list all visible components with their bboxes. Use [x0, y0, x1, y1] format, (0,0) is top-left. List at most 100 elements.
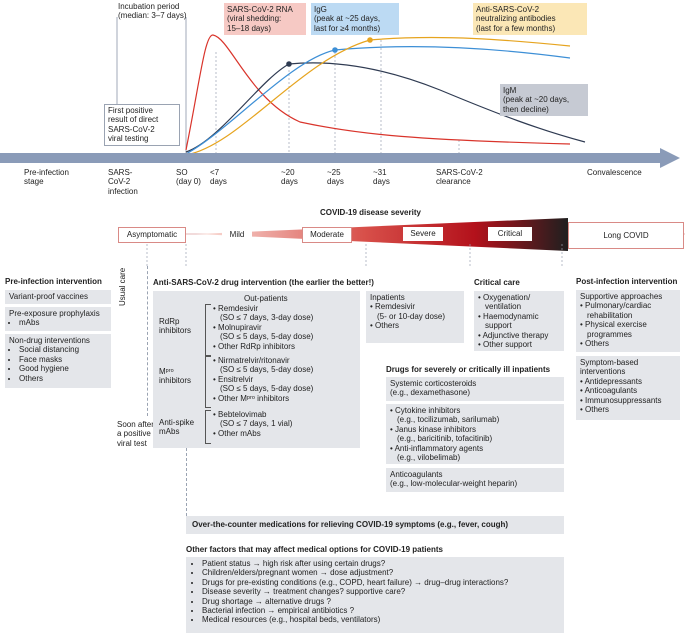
igm-peak-dot: [286, 61, 292, 67]
list-item: Others: [19, 374, 107, 383]
tick-so: SO(day 0): [176, 168, 201, 187]
igm-label-line-1: IgM: [503, 86, 517, 95]
rna-label-line-2: (viral shedding:: [227, 14, 282, 24]
list-item: Medical resources (e.g., hospital beds, …: [202, 615, 558, 624]
non-drug-title: Non-drug interventions: [9, 336, 90, 345]
pre-infection-title: Pre-infection intervention: [5, 277, 102, 286]
stage-critical: Critical: [488, 227, 532, 241]
incubation-line-1: Incubation period: [118, 2, 180, 11]
rdrp-bracket: [205, 304, 211, 356]
severe-drugs-title: Drugs for severely or critically ill inp…: [386, 365, 551, 374]
igg-label: IgG (peak at ~25 days, last for ≥4 month…: [311, 3, 399, 36]
symptom-title-2: interventions: [580, 367, 626, 377]
list-item: Social distancing: [19, 345, 107, 354]
tick-convalescence: Convalescence: [587, 168, 642, 177]
igm-curve: [185, 62, 586, 153]
stage-asymptomatic: Asymptomatic: [118, 227, 186, 243]
list-item: mAbs: [19, 318, 107, 327]
first-positive-line-2: result of direct: [108, 115, 159, 125]
inpatients-title: Inpatients: [370, 293, 405, 302]
inpatients-box: Inpatients • Remdesivir (5- or 10-day do…: [366, 291, 464, 343]
prophylaxis-box: Pre-exposure prophylaxis mAbs: [5, 307, 111, 331]
rna-curve: [185, 34, 571, 151]
spike-bracket: [205, 410, 211, 444]
critical-care-box: • Oxygenation/ ventilation • Haemodynami…: [474, 291, 564, 351]
severity-title: COVID-19 disease severity: [320, 208, 421, 217]
incubation-label: Incubation period (median: 3–7 days): [118, 2, 186, 21]
nab-peak-dot: [367, 37, 373, 43]
rna-label: SARS-CoV-2 RNA (viral shedding: 15–18 da…: [224, 3, 306, 36]
stage-severe: Severe: [403, 227, 443, 241]
anticoagulants-box: Anticoagulants (e.g., low-molecular-weig…: [386, 468, 564, 492]
immunomodulators-box: • Cytokine inhibitors (e.g., tocilizumab…: [386, 404, 564, 464]
igm-label: IgM (peak at ~20 days, then decline): [500, 84, 588, 117]
nab-label: Anti-SARS-CoV-2 neutralizing antibodies …: [473, 3, 587, 36]
rna-label-line-1: SARS-CoV-2 RNA: [227, 5, 293, 14]
igg-label-line-3: last for ≥4 months): [314, 23, 381, 33]
non-drug-box: Non-drug interventions Social distancing…: [5, 334, 111, 388]
soon-after-divider: [186, 448, 187, 516]
igg-label-line-2: (peak at ~25 days,: [314, 14, 381, 24]
list-item: Drug shortage → alternative drugs ?: [202, 597, 558, 606]
igm-label-line-2: (peak at ~20 days,: [503, 95, 570, 105]
day-markers: [215, 40, 460, 155]
mpro-bracket: [205, 356, 211, 408]
supportive-title: Supportive approaches: [580, 292, 663, 301]
symptom-box: Symptom-based interventions • Antidepres…: [576, 356, 680, 420]
vaccines-box: Variant-proof vaccines: [5, 290, 111, 304]
supportive-box: Supportive approaches • Pulmonary/cardia…: [576, 290, 680, 352]
first-positive-label: First positive result of direct SARS-CoV…: [104, 104, 180, 146]
outpatients-box: [153, 291, 360, 448]
nab-label-line-1: Anti-SARS-CoV-2: [476, 5, 540, 14]
anti-drug-title: Anti-SARS-CoV-2 drug intervention (the e…: [153, 278, 374, 287]
other-factors-title: Other factors that may affect medical op…: [186, 545, 443, 554]
list-item: Patient status → high risk after using c…: [202, 559, 558, 568]
spike-items: • Bebtelovimab (SO ≤ 7 days, 1 vial) • O…: [213, 410, 293, 438]
first-positive-line-4: viral testing: [108, 134, 149, 144]
list-item: Good hygiene: [19, 364, 107, 373]
igg-label-line-1: IgG: [314, 5, 327, 14]
rna-label-line-3: 15–18 days): [227, 23, 272, 33]
timeline-axis-arrow: [0, 148, 680, 168]
first-positive-line-3: SARS-CoV-2: [108, 124, 155, 134]
other-factors-box: Patient status → high risk after using c…: [186, 557, 564, 633]
stage-mild: Mild: [222, 228, 252, 242]
igg-peak-dot: [332, 47, 338, 53]
list-item: Face masks: [19, 355, 107, 364]
list-item: Drugs for pre-existing conditions (e.g.,…: [202, 578, 558, 587]
severity-wedge: [196, 218, 568, 251]
list-item: Children/elders/pregnant women → dose ad…: [202, 568, 558, 577]
mpro-items: • Nirmatrelvir/ritonavir (SO ≤ 5 days, 5…: [213, 356, 314, 403]
otc-box: Over-the-counter medications for relievi…: [186, 516, 564, 534]
prophylaxis-title: Pre-exposure prophylaxis: [9, 309, 100, 318]
list-item: Disease severity → treatment changes? su…: [202, 587, 558, 596]
critical-care-title: Critical care: [474, 278, 520, 287]
rdrp-items: • Remdesivir (SO ≤ 7 days, 3-day dose) •…: [213, 304, 314, 351]
list-item: Bacterial infection → empirical antibiot…: [202, 606, 558, 615]
incubation-line-2: (median: 3–7 days): [118, 11, 187, 21]
first-positive-line-1: First positive: [108, 106, 153, 115]
stage-long-covid: Long COVID: [568, 222, 684, 249]
timeline-chart: [0, 17, 680, 168]
corticosteroids-box: Systemic corticosteroids (e.g., dexameth…: [386, 377, 564, 401]
post-infection-title: Post-infection intervention: [576, 277, 678, 286]
outpatients-title: Out-patients: [244, 294, 288, 303]
vaccines-title: Variant-proof vaccines: [9, 292, 88, 301]
nab-label-line-3: (last for a few months): [476, 23, 556, 33]
symptom-title: Symptom-based: [580, 358, 639, 367]
nab-label-line-2: neutralizing antibodies: [476, 14, 556, 24]
usual-care-label: Usual care: [118, 267, 127, 306]
usual-care-divider: [147, 266, 148, 416]
igm-label-line-3: then decline): [503, 104, 549, 114]
